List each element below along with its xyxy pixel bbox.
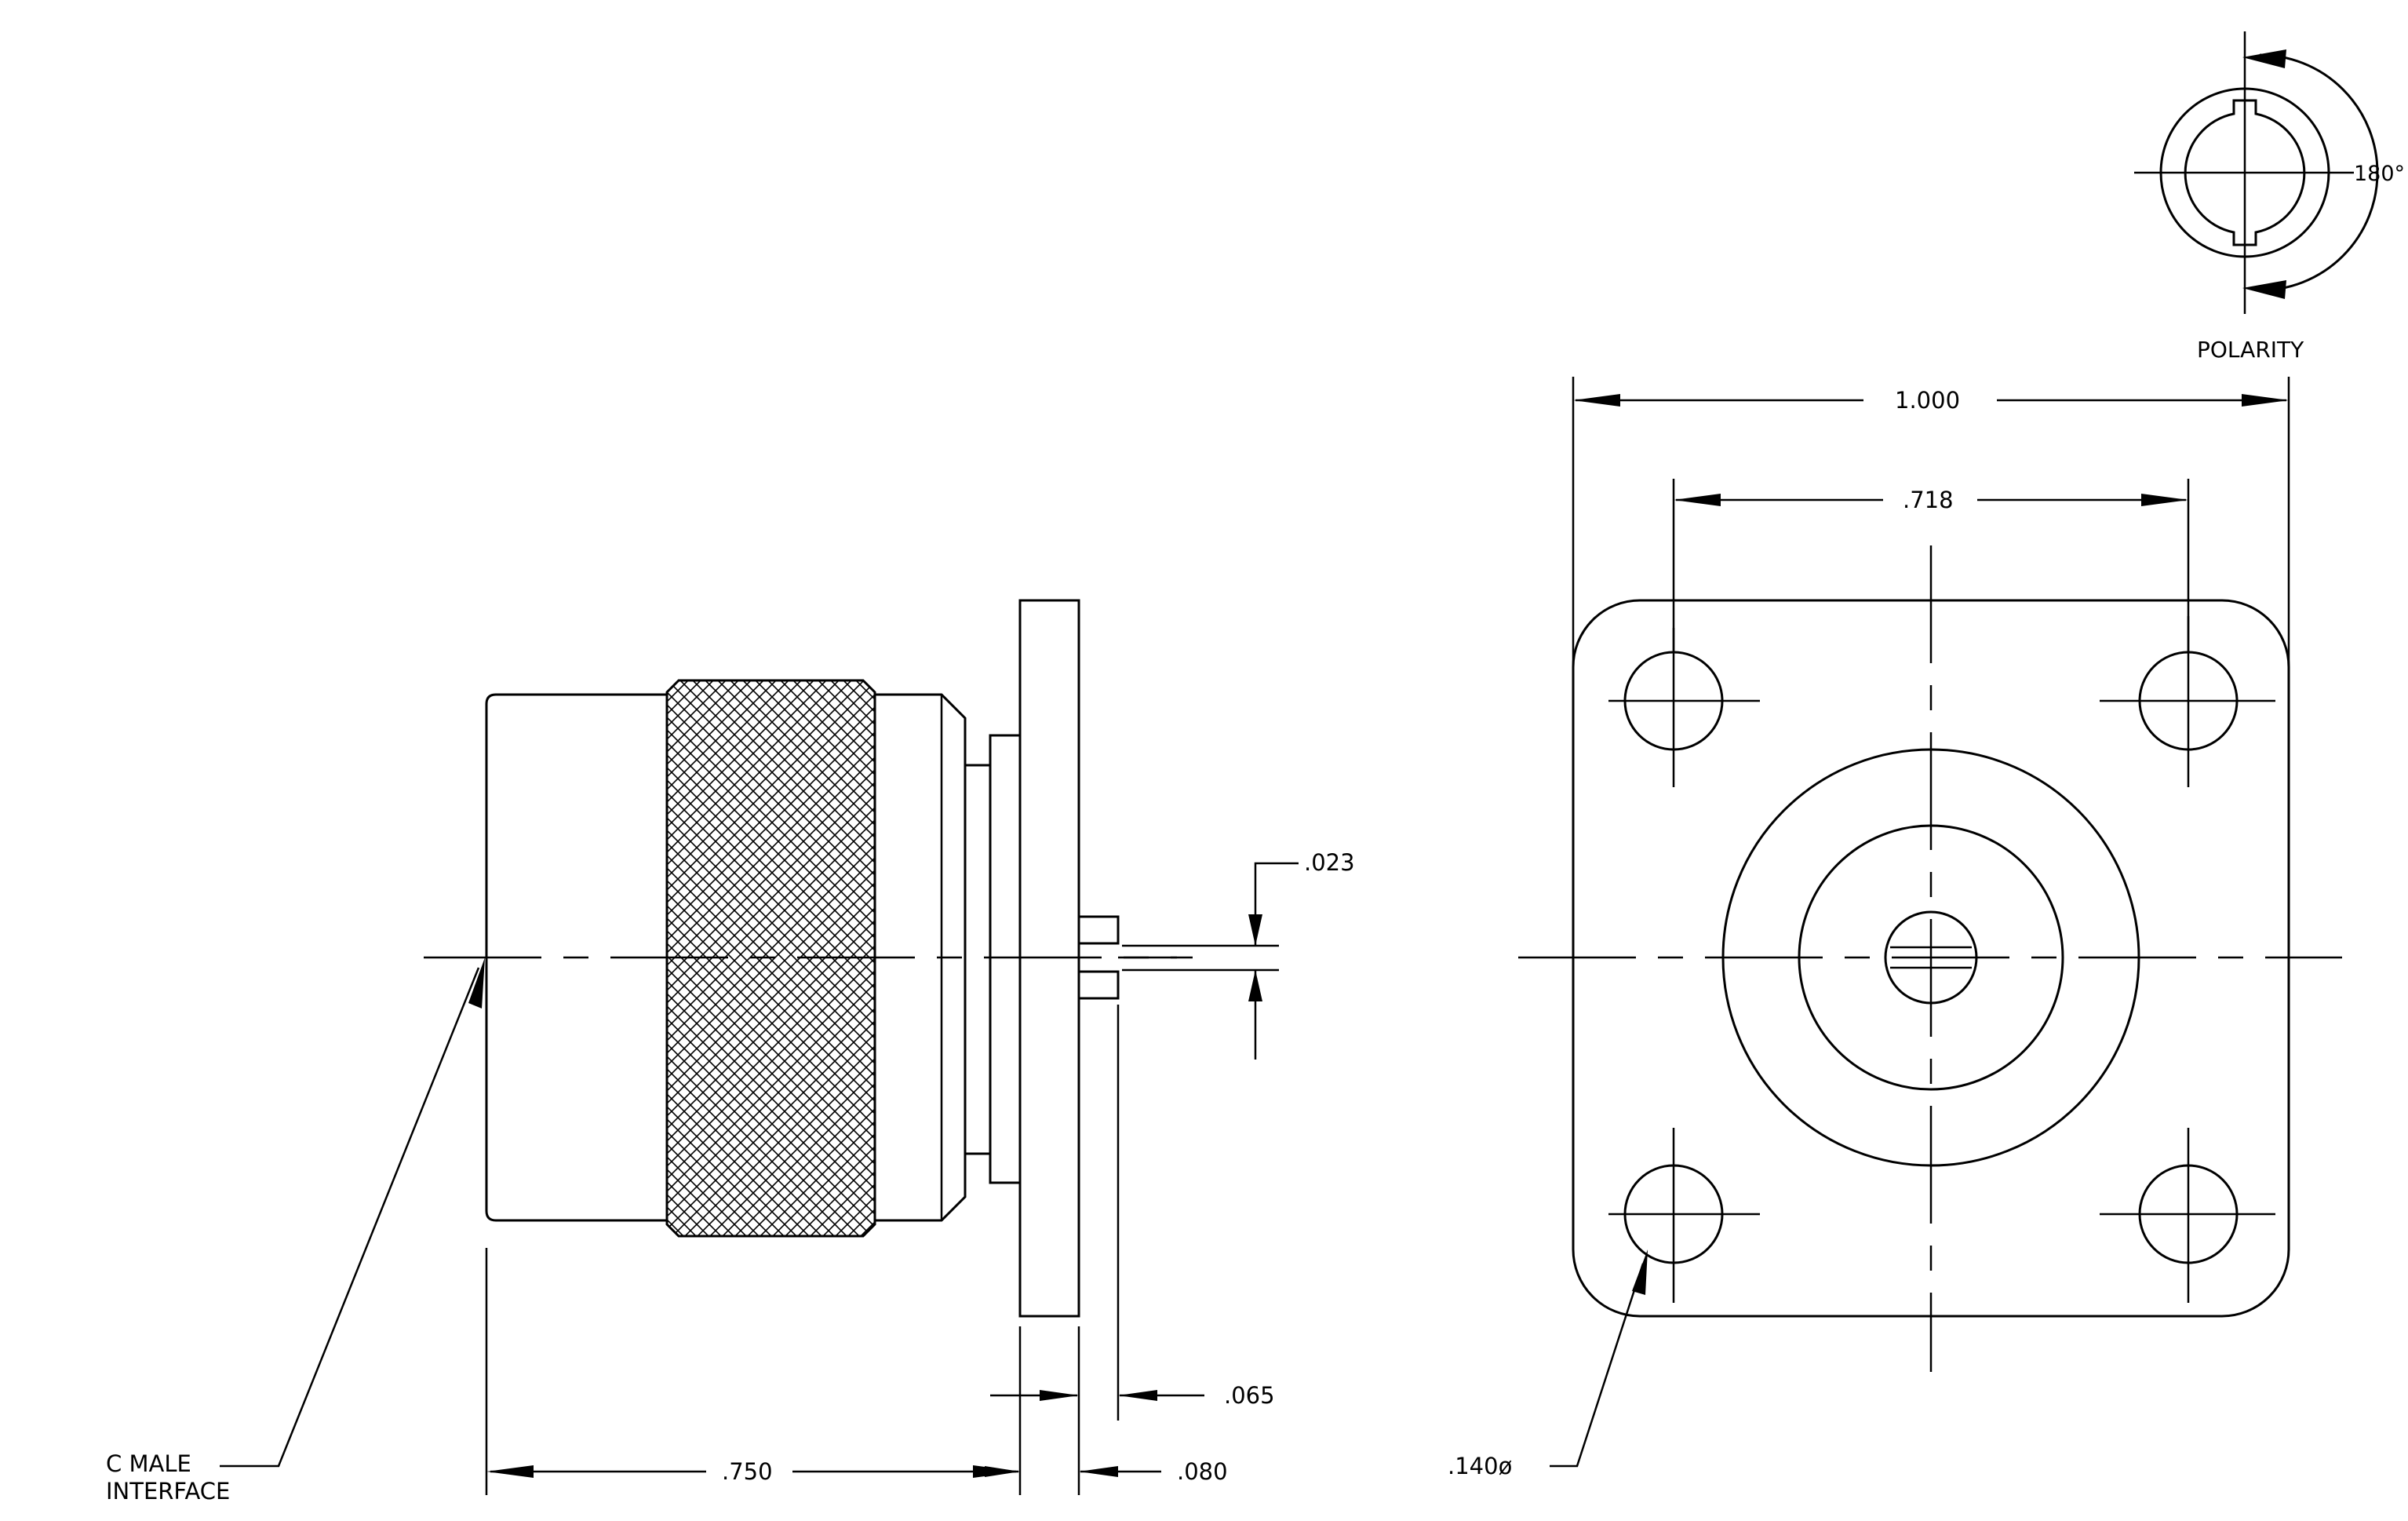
label-interface-line1: C MALE (106, 1450, 191, 1477)
dim-pin-gap: .023 (1304, 849, 1355, 876)
mounting-hole-bottom-left (1608, 1128, 1760, 1303)
flange (1018, 599, 1080, 1318)
polarity-arrow-bottom (2242, 280, 2286, 299)
dim-flange-thickness: .080 (1177, 1458, 1228, 1485)
dim-body-length: .750 (722, 1458, 773, 1485)
polarity-outer-circle (2159, 87, 2330, 258)
inner-insulator-circle (1798, 824, 2064, 1091)
polarity-label: POLARITY (2197, 337, 2304, 363)
arrow-1000-left (1573, 394, 1620, 407)
dim-overall-square: 1.000 (1895, 387, 1960, 414)
knurled-coupling-nut (665, 679, 876, 1238)
hole-leader (1550, 1263, 1645, 1468)
arrow-080-left (985, 1466, 1020, 1477)
gap-leader-top (1254, 862, 1299, 946)
polarity-arrow-top (2242, 49, 2286, 68)
arrow-718-left (1674, 494, 1721, 506)
arrow-080-right (1079, 1466, 1118, 1477)
polarity-angle: 180° (2354, 162, 2405, 186)
body-cylinder (485, 693, 667, 1222)
dim-hole-spacing: .718 (1903, 487, 1954, 513)
polarity-detail: 180° POLARITY (2134, 31, 2405, 363)
dim-hole-diameter: .140ø (1448, 1453, 1512, 1479)
interface-arrow (468, 957, 485, 1009)
label-interface-line2: INTERFACE (106, 1478, 230, 1505)
mounting-hole-bottom-right (2100, 1128, 2275, 1303)
center-contact (1884, 910, 1978, 1005)
mounting-hole-top-left (1608, 628, 1760, 787)
gap-arrow-top (1248, 914, 1262, 946)
gap-arrow-bottom (1248, 970, 1262, 1001)
contact-pin (1079, 915, 1120, 1000)
polarity-keyed-ring (2184, 99, 2306, 246)
front-view: 1.000 .718 .140ø (1448, 377, 2342, 1479)
mount-plate (989, 734, 1022, 1184)
arrow-750-left (486, 1465, 534, 1478)
arrow-718-right (2141, 494, 2188, 506)
outer-body-circle (1721, 748, 2140, 1167)
hole-arrow (1632, 1249, 1648, 1295)
polarity-rotation-arc (2259, 53, 2379, 292)
arrow-065-right (1118, 1390, 1157, 1401)
dim-pin-offset: .065 (1224, 1382, 1275, 1409)
interface-leader (220, 967, 480, 1468)
arrow-065-left (1040, 1390, 1079, 1401)
body-step (964, 764, 992, 1155)
arrow-1000-right (2242, 394, 2289, 407)
side-view: .023 .750 .080 .065 C MALE INTERFACE (106, 599, 1355, 1505)
